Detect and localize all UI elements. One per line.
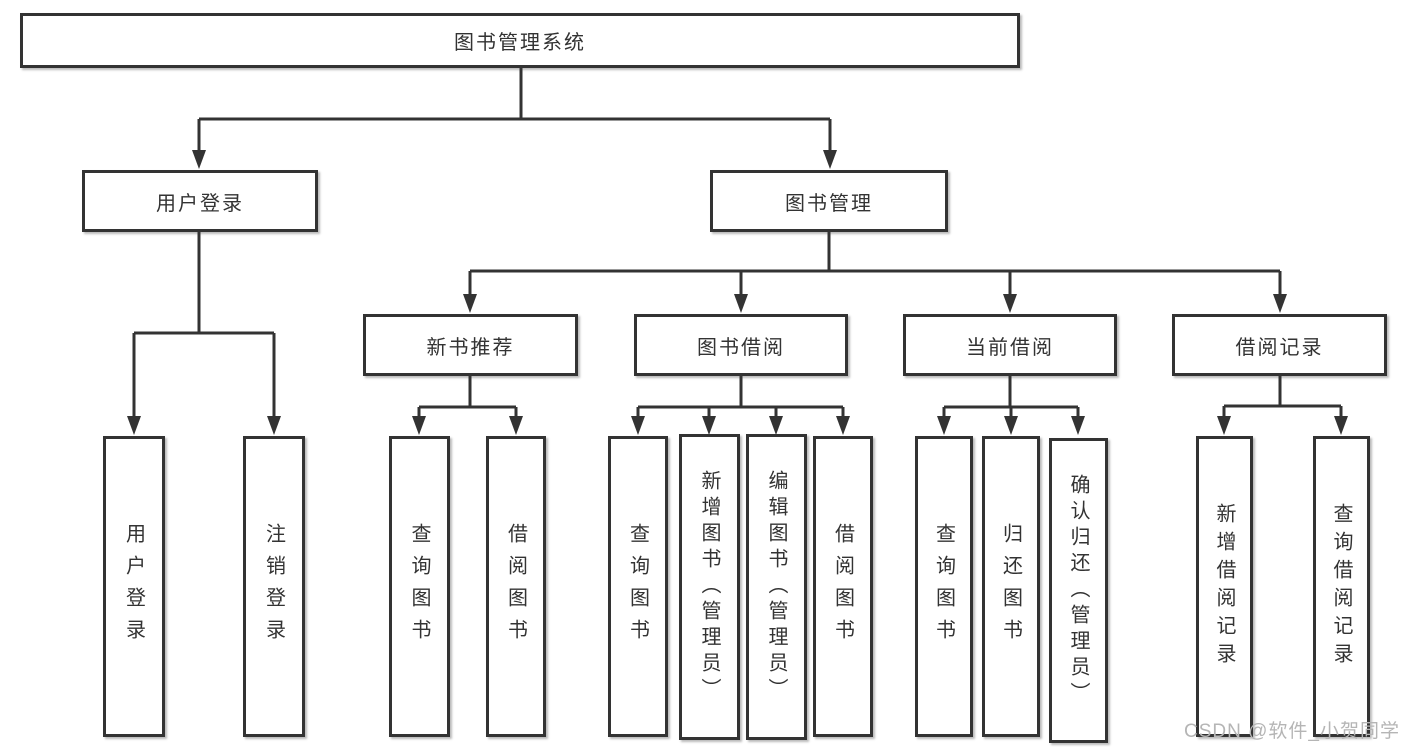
arrow-to-new-book <box>463 294 477 313</box>
arrow-leaf-b1 <box>412 416 426 435</box>
leaf-query-borrow-record: 查询借阅记录 <box>1313 436 1370 737</box>
connector-book-mgmt-split <box>468 232 1282 296</box>
node-label: 用户登录 <box>156 192 244 215</box>
leaf-confirm-return-admin: 确认归还（管理员） <box>1049 438 1108 743</box>
connector-borrow-records-split <box>1222 376 1343 419</box>
node-book-borrow: 图书借阅 <box>634 314 848 376</box>
node-new-book-recommend: 新书推荐 <box>363 314 578 376</box>
node-library-management-system: 图书管理系统 <box>20 13 1020 68</box>
arrow-to-leaf-logout <box>267 416 281 435</box>
node-label: 查询图书 <box>408 522 430 651</box>
node-label: 用户登录 <box>122 522 145 651</box>
arrow-to-book-mgmt <box>823 150 837 169</box>
arrow-leaf-d3 <box>1071 416 1085 435</box>
node-label: 新增图书（管理员） <box>698 470 720 704</box>
arrow-leaf-d2 <box>1004 416 1018 435</box>
leaf-borrow-books-1: 借阅图书 <box>486 436 546 737</box>
arrow-leaf-c1 <box>631 416 645 435</box>
arrow-to-leaf-user-login <box>127 416 141 435</box>
arrow-leaf-c2 <box>702 416 716 435</box>
arrow-leaf-e1 <box>1217 416 1231 435</box>
arrow-leaf-e2 <box>1334 416 1348 435</box>
node-label: 图书借阅 <box>697 336 785 359</box>
arrow-to-current-borrow <box>1003 294 1017 313</box>
leaf-query-books-3: 查询图书 <box>915 436 973 737</box>
node-label: 图书管理 <box>785 192 873 215</box>
node-label: 查询借阅记录 <box>1330 502 1352 671</box>
connector-current-borrow-split <box>942 376 1080 419</box>
node-label: 查询图书 <box>626 522 649 651</box>
node-borrow-records: 借阅记录 <box>1172 314 1387 376</box>
node-label: 查询图书 <box>932 522 955 651</box>
node-current-borrow: 当前借阅 <box>903 314 1117 376</box>
leaf-add-book-admin: 新增图书（管理员） <box>679 434 740 740</box>
node-label: 归还图书 <box>999 522 1022 651</box>
node-label: 新书推荐 <box>426 336 515 359</box>
leaf-edit-book-admin: 编辑图书（管理员） <box>746 434 807 740</box>
arrow-to-borrow-records <box>1273 294 1287 313</box>
arrow-leaf-d1 <box>937 416 951 435</box>
leaf-user-login: 用户登录 <box>103 436 165 737</box>
arrow-to-book-borrow <box>734 294 748 313</box>
connector-user-login-split <box>132 232 276 418</box>
node-label: 新增借阅记录 <box>1213 502 1235 671</box>
leaf-add-borrow-record: 新增借阅记录 <box>1196 436 1253 737</box>
node-label: 注销登录 <box>262 522 285 651</box>
node-label: 借阅图书 <box>831 522 854 651</box>
leaf-query-books-1: 查询图书 <box>389 436 450 737</box>
arrow-to-user-login <box>192 150 206 169</box>
arrow-leaf-c4 <box>836 416 850 435</box>
arrow-leaf-b2 <box>509 416 523 435</box>
node-user-login: 用户登录 <box>82 170 318 232</box>
node-label: 确认归还（管理员） <box>1067 473 1089 708</box>
node-label: 借阅记录 <box>1235 336 1324 359</box>
leaf-query-books-2: 查询图书 <box>608 436 668 737</box>
leaf-return-books: 归还图书 <box>982 436 1040 737</box>
node-label: 借阅图书 <box>504 522 527 651</box>
arrow-leaf-c3 <box>769 416 783 435</box>
connector-book-borrow-split <box>636 376 845 419</box>
node-book-management: 图书管理 <box>710 170 948 232</box>
node-label: 当前借阅 <box>966 336 1054 359</box>
leaf-borrow-books-2: 借阅图书 <box>813 436 873 737</box>
leaf-logout: 注销登录 <box>243 436 305 737</box>
watermark: CSDN @软件_小贺同学 <box>1184 721 1400 742</box>
connector-root-split <box>197 68 832 152</box>
node-label: 编辑图书（管理员） <box>765 470 787 704</box>
node-label: 图书管理系统 <box>454 32 586 54</box>
connector-new-book-split <box>417 376 518 419</box>
